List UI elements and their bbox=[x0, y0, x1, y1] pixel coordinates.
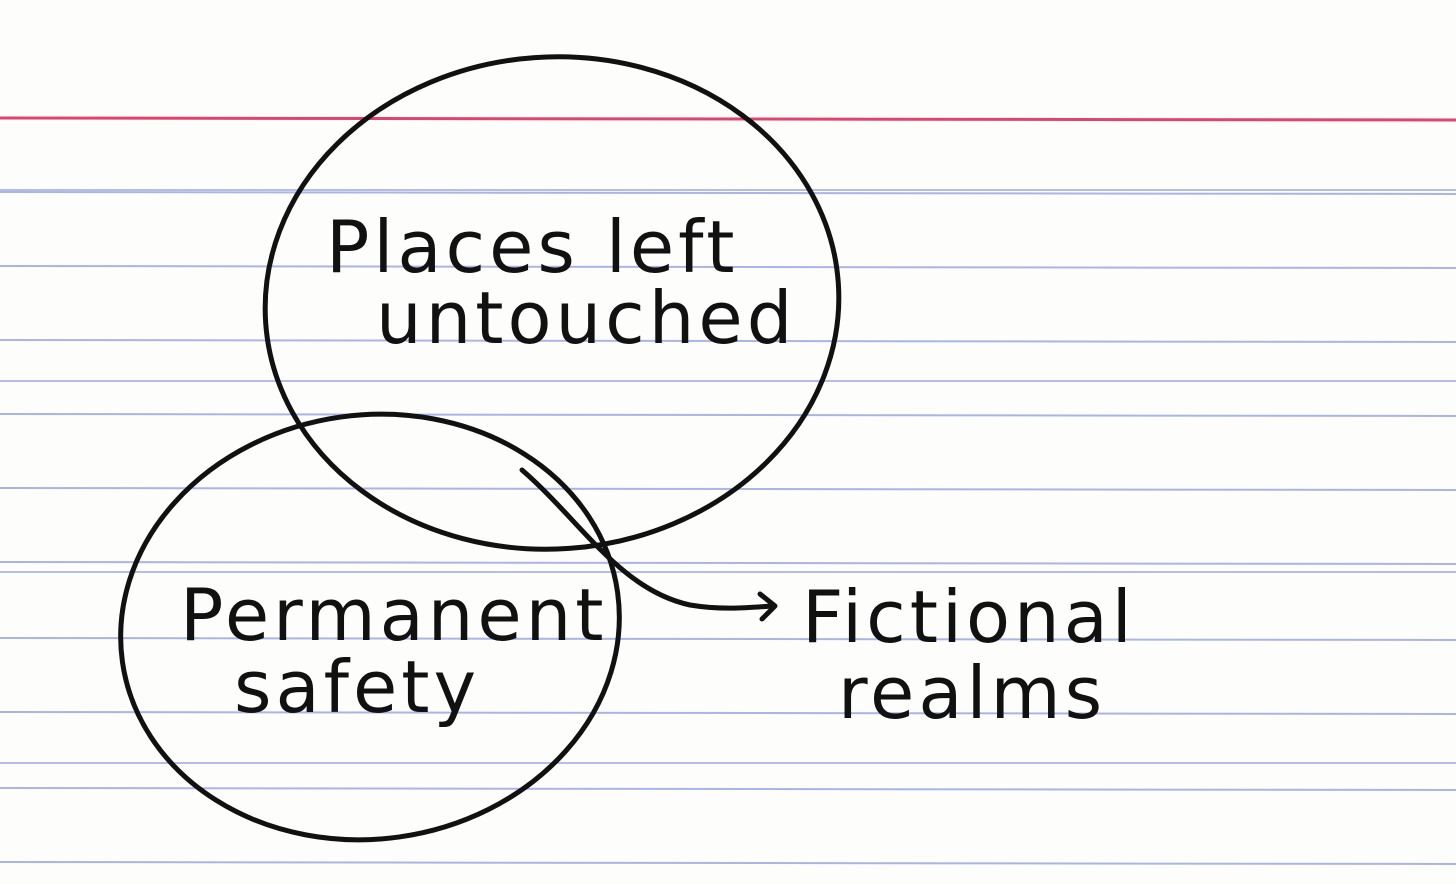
bottom-circle-label-line-2: safety bbox=[234, 645, 480, 729]
arrow-target-label-line-1: Fictional bbox=[802, 575, 1136, 659]
ruled-lines bbox=[0, 191, 1456, 865]
arrow-head-icon bbox=[757, 591, 778, 622]
top-circle-label-line-1: Places left bbox=[326, 205, 738, 289]
circle-places-left-untouched bbox=[262, 54, 842, 552]
bottom-circle-label-line-1: Permanent bbox=[180, 573, 608, 657]
top-circle-label-line-2: untouched bbox=[376, 276, 796, 360]
circle-permanent-safety bbox=[118, 411, 622, 843]
red-header-line bbox=[0, 116, 1456, 122]
arrow-line bbox=[519, 467, 775, 611]
arrow-target-label-line-2: realms bbox=[838, 651, 1106, 735]
